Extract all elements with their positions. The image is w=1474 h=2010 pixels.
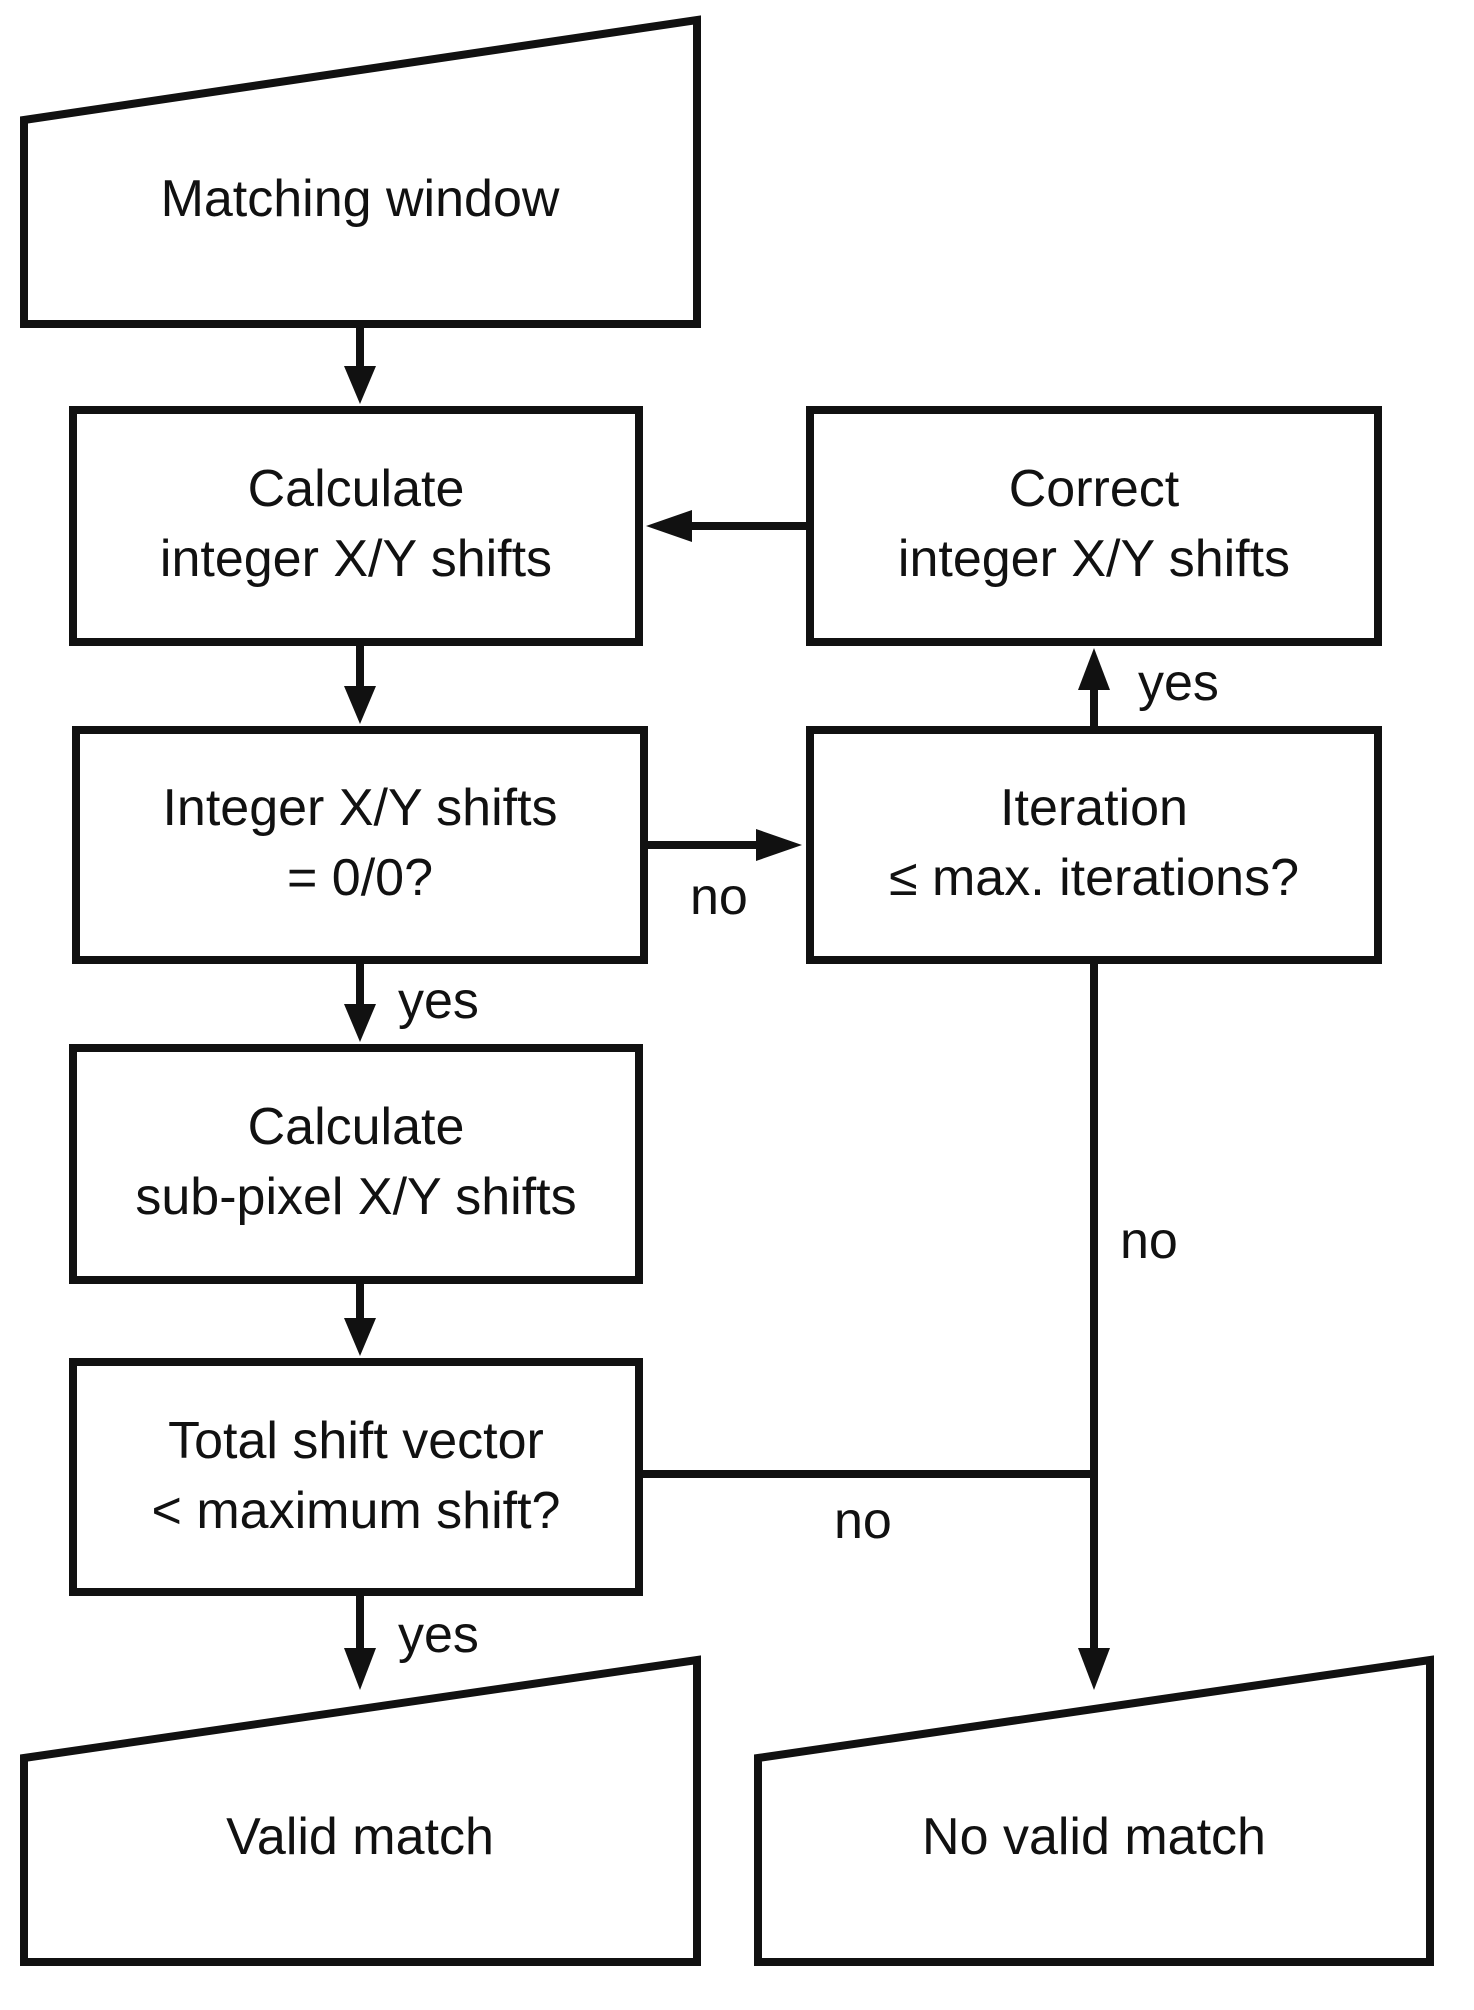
connector-subpixel-to-total bbox=[344, 1284, 376, 1356]
node-calculate-subpixel-line2: sub-pixel X/Y shifts bbox=[135, 1168, 576, 1226]
node-calculate-subpixel-line1: Calculate bbox=[248, 1098, 465, 1156]
connector-total-yes-to-valid bbox=[344, 1596, 376, 1690]
node-no-valid-match: No valid match bbox=[754, 1655, 1434, 1966]
node-valid-match: Valid match bbox=[20, 1655, 701, 1966]
edge-label-iteration-no: no bbox=[1120, 1212, 1178, 1270]
node-calculate-integer-line2: integer X/Y shifts bbox=[160, 530, 552, 588]
node-integer-zero-check: Integer X/Y shifts = 0/0? bbox=[72, 726, 648, 964]
connector-correct-to-calc bbox=[646, 510, 806, 542]
node-calculate-integer: Calculate integer X/Y shifts bbox=[69, 406, 643, 646]
edge-label-iteration-yes: yes bbox=[1138, 654, 1219, 712]
node-integer-zero-line1: Integer X/Y shifts bbox=[162, 779, 557, 837]
connector-zero-no-to-iteration bbox=[648, 829, 802, 861]
edge-label-total-yes: yes bbox=[398, 1606, 479, 1664]
node-no-valid-match-label: No valid match bbox=[922, 1808, 1266, 1866]
connector-iteration-no-to-no-valid bbox=[1078, 964, 1110, 1690]
connector-window-to-calc bbox=[344, 328, 376, 404]
node-total-shift-check: Total shift vector < maximum shift? bbox=[69, 1358, 643, 1596]
node-valid-match-label: Valid match bbox=[226, 1808, 494, 1866]
node-matching-window: Matching window bbox=[20, 15, 701, 328]
node-correct-integer-line1: Correct bbox=[1009, 460, 1180, 518]
connector-zero-yes-to-subpixel bbox=[344, 964, 376, 1042]
connector-iteration-yes-to-correct bbox=[1078, 648, 1110, 726]
edge-label-total-no: no bbox=[834, 1492, 892, 1550]
node-matching-window-label: Matching window bbox=[161, 170, 560, 228]
node-correct-integer-line2: integer X/Y shifts bbox=[898, 530, 1290, 588]
node-calculate-integer-line1: Calculate bbox=[248, 460, 465, 518]
node-total-shift-line2: < maximum shift? bbox=[152, 1482, 561, 1540]
node-integer-zero-line2: = 0/0? bbox=[287, 849, 433, 907]
node-iteration-check: Iteration ≤ max. iterations? bbox=[806, 726, 1382, 964]
node-iteration-line2: ≤ max. iterations? bbox=[889, 849, 1299, 907]
node-total-shift-line1: Total shift vector bbox=[168, 1412, 544, 1470]
node-correct-integer: Correct integer X/Y shifts bbox=[806, 406, 1382, 646]
node-calculate-subpixel: Calculate sub-pixel X/Y shifts bbox=[69, 1044, 643, 1284]
edge-label-zero-yes: yes bbox=[398, 972, 479, 1030]
edge-label-zero-no: no bbox=[690, 868, 748, 926]
node-iteration-line1: Iteration bbox=[1000, 779, 1188, 837]
connector-calc-to-zero-check bbox=[344, 646, 376, 724]
